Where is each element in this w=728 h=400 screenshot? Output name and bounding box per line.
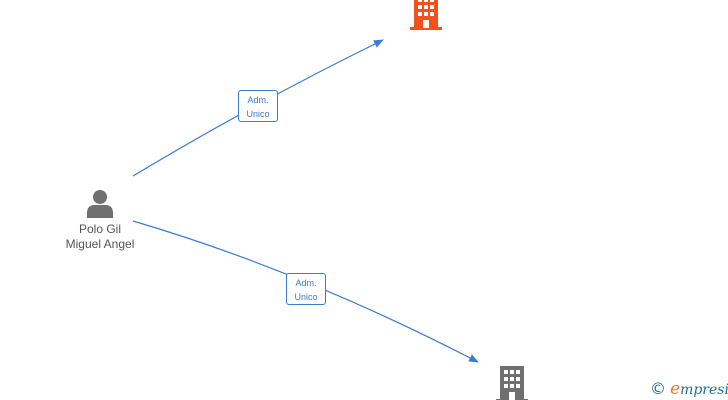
building-icon[interactable] <box>496 366 528 400</box>
person-node[interactable]: Polo Gil Miguel Angel <box>50 188 150 252</box>
brand-rest: mpresia <box>680 381 728 398</box>
edge-label-bottom-line2: Unico <box>294 292 318 302</box>
brand-initial: e <box>670 378 681 399</box>
person-name-line1: Polo Gil <box>78 222 122 236</box>
edge-label-top-line2: Unico <box>246 109 270 119</box>
edge-label-bottom-line1: Adm. <box>295 278 317 288</box>
brand-name: empresia <box>670 378 728 399</box>
watermark-logo: © empresia <box>650 378 728 400</box>
person-name: Polo Gil Miguel Angel <box>50 222 150 252</box>
person-icon <box>87 190 113 218</box>
edge-label-bottom[interactable]: Adm. Unico <box>286 273 326 305</box>
person-name-line2: Miguel Angel <box>65 237 135 251</box>
edge-label-top-line1: Adm. <box>247 95 269 105</box>
copyright-icon: © <box>650 379 666 398</box>
building-icon[interactable] <box>410 0 442 30</box>
edge-label-top[interactable]: Adm. Unico <box>238 90 278 122</box>
